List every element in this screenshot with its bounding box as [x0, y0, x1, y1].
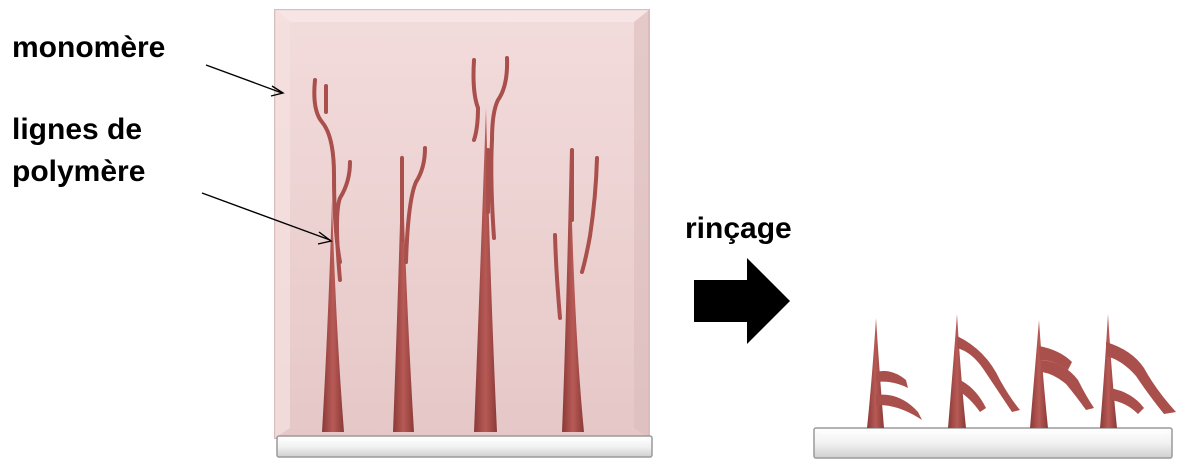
polymer-stem	[1030, 320, 1048, 428]
right-arrow-icon	[694, 258, 790, 344]
rinse-label: rinçage	[685, 208, 792, 250]
polymer-lines-label-line2: polymère	[12, 151, 145, 193]
substrate-right	[814, 428, 1172, 458]
monomer-pointer	[206, 65, 282, 93]
monomer-label: monomère	[12, 27, 165, 69]
polymer-stem	[948, 314, 966, 428]
polymer-lines-collapsed	[867, 314, 1176, 428]
polymer-flag	[1106, 342, 1176, 414]
polymer-flag	[957, 336, 1020, 412]
polymer-flag	[876, 371, 908, 388]
polymer-lines-label-line1: lignes de	[12, 109, 142, 151]
substrate-left	[277, 436, 652, 457]
polymer-stem	[1100, 314, 1117, 428]
